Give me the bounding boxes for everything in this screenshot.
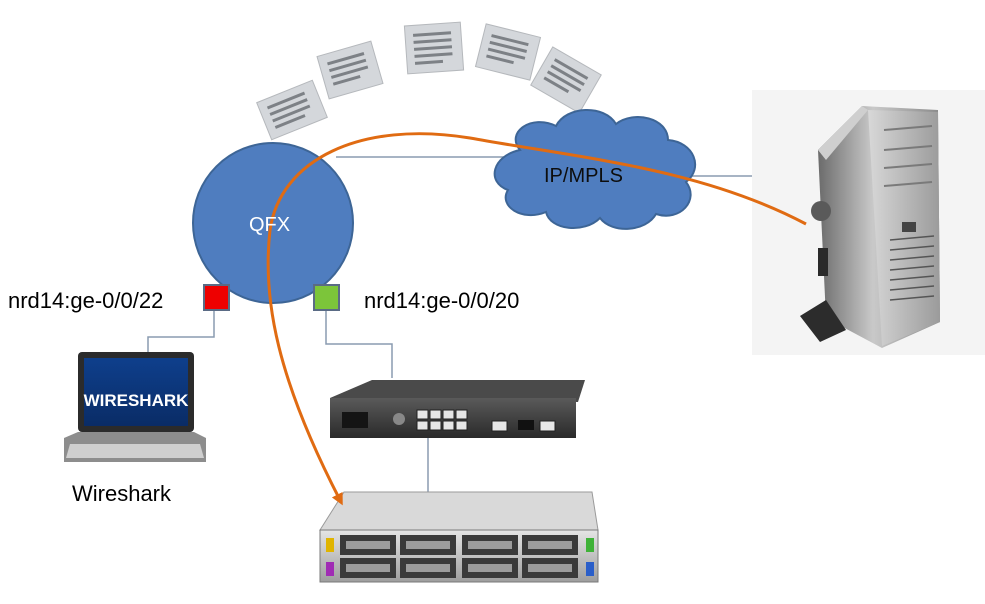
switch-icon bbox=[330, 380, 585, 438]
rack-server-icon bbox=[319, 491, 599, 583]
link-red-port-laptop bbox=[147, 310, 215, 352]
ip-mpls-label: IP/MPLS bbox=[544, 165, 623, 187]
laptop-screen-brand: WIRESHARK bbox=[84, 391, 190, 410]
traffic-flow-arrow bbox=[266, 132, 807, 506]
document-icon bbox=[530, 46, 602, 114]
document-icon bbox=[256, 79, 328, 141]
port-red-square bbox=[203, 284, 230, 311]
port-green-square bbox=[313, 284, 340, 311]
wireshark-label: Wireshark bbox=[72, 481, 172, 506]
document-icon bbox=[403, 21, 465, 75]
qfx-node bbox=[192, 142, 354, 304]
qfx-label: QFX bbox=[249, 214, 291, 236]
port-green-label: nrd14:ge-0/0/20 bbox=[364, 288, 520, 313]
link-green-port-switch bbox=[325, 310, 393, 378]
ip-mpls-cloud bbox=[493, 109, 697, 230]
document-icon bbox=[316, 40, 384, 100]
port-red-label: nrd14:ge-0/0/22 bbox=[8, 288, 164, 313]
documents-group bbox=[256, 21, 602, 141]
laptop-icon: WIRESHARK bbox=[64, 352, 206, 462]
document-icon bbox=[474, 23, 542, 81]
server-tower-icon bbox=[752, 90, 985, 355]
